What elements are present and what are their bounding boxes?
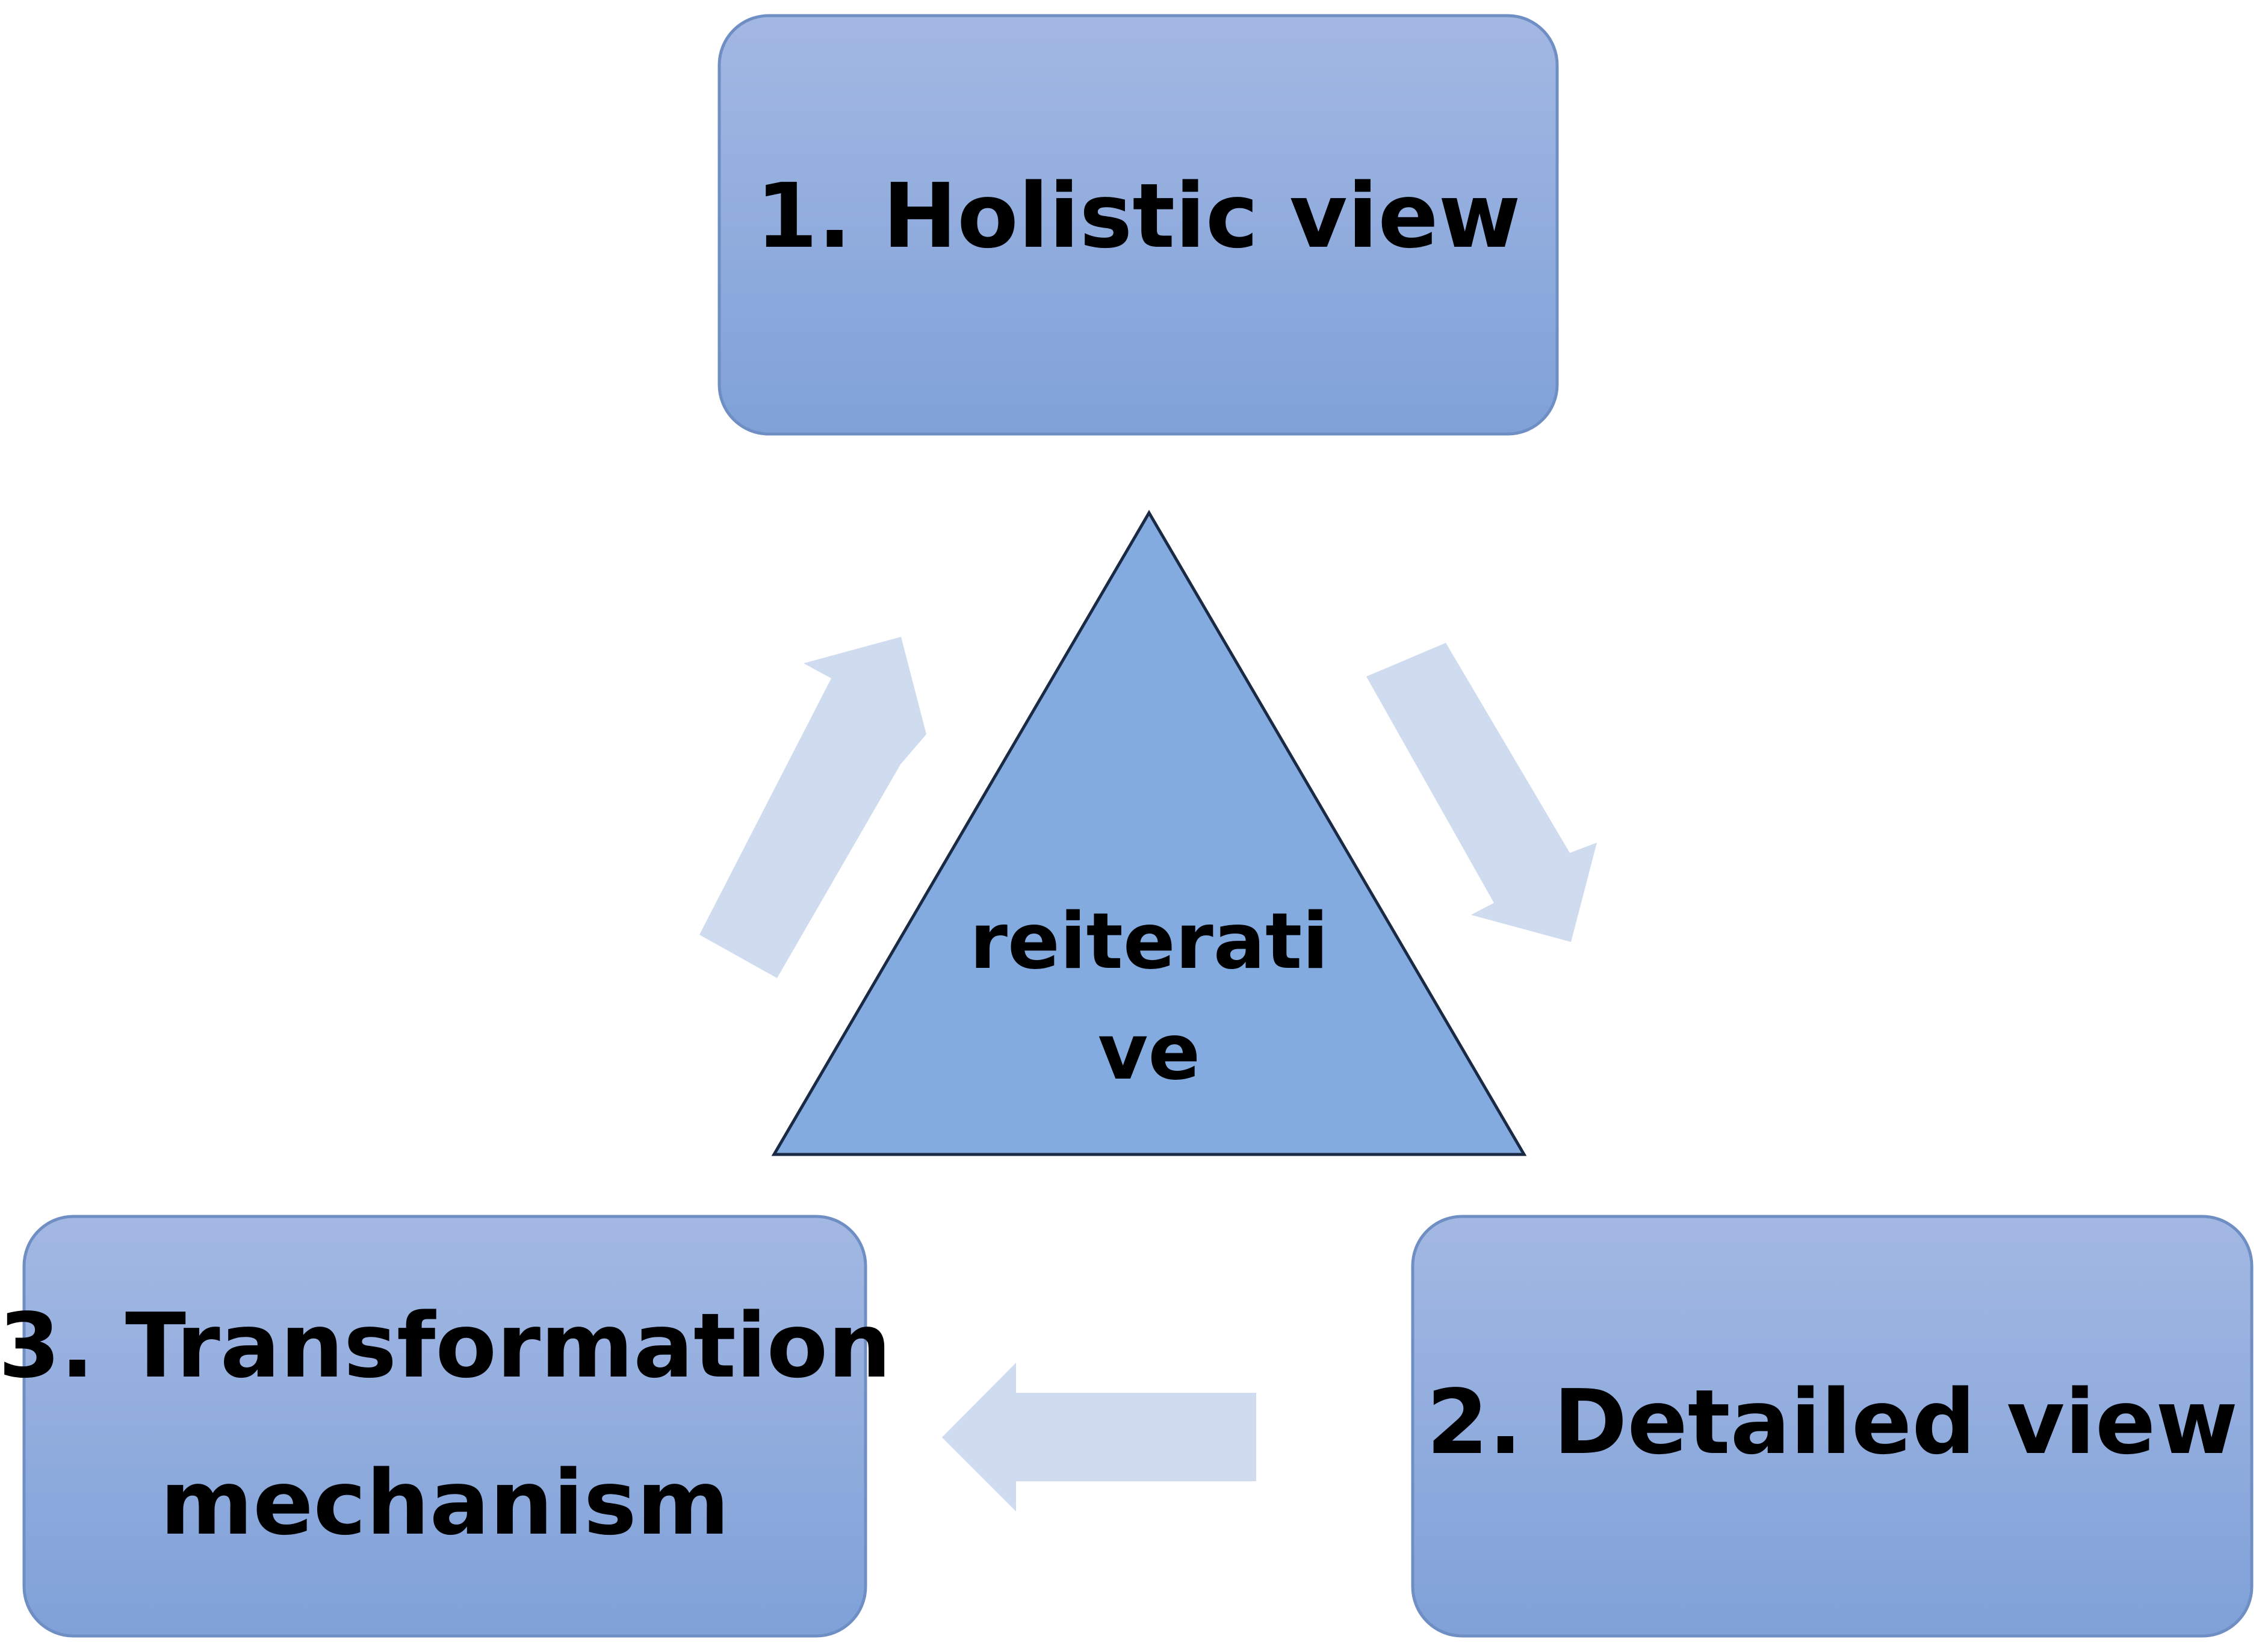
reiterative-label-line1: reiterati [970,897,1328,987]
arrow-to-detailed [1366,643,1597,942]
detailed-view-label: 2. Detailed view [1427,1371,2238,1474]
holistic-view-label: 1. Holistic view [756,164,1521,268]
reiterative-triangle: reiterati ve [771,510,1527,1156]
arrow-to-transformation [942,1363,1256,1511]
transformation-mechanism-box: 3. Transformation mechanism [0,1215,891,1638]
reiterative-label-line2: ve [1098,1008,1200,1097]
holistic-view-box: 1. Holistic view [717,14,1559,436]
transformation-label-line1: 3. Transformation [0,1294,891,1398]
detailed-view-box: 2. Detailed view [1411,1215,2254,1638]
arrow-to-holistic [699,637,926,978]
transformation-label-line2: mechanism [160,1451,730,1555]
